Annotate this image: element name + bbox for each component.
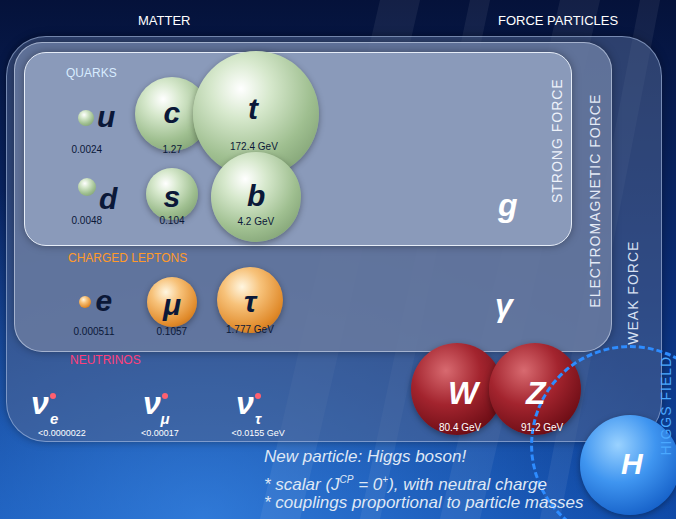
flavour-subscript: μ <box>161 411 170 428</box>
note-text: = 0 <box>353 475 382 494</box>
particle-symbol: Z <box>526 376 546 411</box>
particle-symbol: W <box>448 376 478 411</box>
note-text: New particle: Higgs boson! <box>264 447 466 467</box>
particle-symbol: ν <box>31 386 49 421</box>
boson-particle: Z 91.2 GeV <box>488 342 582 436</box>
particle-symbol: d <box>99 182 117 215</box>
particle-ball <box>78 178 96 196</box>
particle-mass: <0.0000022 <box>38 429 86 439</box>
quark-particle: b 4.2 GeV <box>208 152 304 246</box>
particle-ball <box>50 393 56 399</box>
particle-mass: 1.27 <box>163 144 182 155</box>
particle-symbol: τ <box>244 285 256 318</box>
particle-mass: 0.1057 <box>157 326 188 337</box>
particle-symbol: t <box>248 92 258 125</box>
category-label: CHARGED LEPTONS <box>68 251 187 265</box>
lepton-particle: τ 1.777 GeV <box>214 266 288 338</box>
boson-symbol: g <box>498 186 518 224</box>
lepton-particle: μ 0.1057 <box>146 276 200 338</box>
quark-particle: d0.0048 <box>62 174 128 226</box>
particle-mass: <0.00017 <box>141 429 179 439</box>
neutrino-particle: νμ<0.00017 <box>136 380 212 440</box>
particle-symbol: ν <box>143 386 161 421</box>
particle-symbol: μ <box>163 288 181 321</box>
particle-mass: 0.000511 <box>74 326 115 337</box>
superscript: CP <box>340 474 354 485</box>
particle-symbol: b <box>247 179 265 212</box>
force-label: HIGGS FIELD <box>659 355 674 455</box>
superscript: + <box>382 474 388 485</box>
electromagnetic-force-region: ELECTROMAGNETIC FORCE STRONG FORCE u 0.0024… <box>14 42 612 352</box>
neutrino-particle: ντ<0.0155 GeV <box>226 380 318 440</box>
category-label: FORCE PARTICLES <box>498 13 618 29</box>
category-label: NEUTRINOS <box>70 353 141 367</box>
particle-mass: <0.0155 GeV <box>232 429 285 439</box>
particle-mass: 80.4 GeV <box>439 422 481 433</box>
boson-symbol: γ <box>495 286 513 324</box>
note-text: ), with neutral charge <box>388 475 547 494</box>
note-line: * scalar (JCP = 0+), with neutral charge <box>264 469 547 496</box>
particle-symbol: u <box>97 100 115 133</box>
note-text: * couplings proportional to particle mas… <box>264 493 583 513</box>
category-label: MATTER <box>138 13 190 29</box>
quark-particle: s 0.104 <box>144 166 200 226</box>
note-text: * scalar (J <box>264 475 340 494</box>
particle-mass: 172.4 GeV <box>230 141 278 152</box>
quark-particle: t 172.4 GeV <box>192 50 320 158</box>
particle-mass: 0.104 <box>160 215 185 226</box>
force-label: STRONG FORCE <box>549 78 564 203</box>
force-label: ELECTROMAGNETIC FORCE <box>588 93 603 307</box>
particle-ball <box>255 393 261 399</box>
particle-ball <box>162 393 168 399</box>
particle-symbol: H <box>621 447 643 480</box>
weak-force-region: WEAK FORCE ELECTROMAGNETIC FORCE STRONG FO… <box>6 36 662 442</box>
flavour-subscript: e <box>50 411 58 428</box>
particle-ball <box>79 296 91 308</box>
particle-symbol: c <box>164 96 181 129</box>
flavour-subscript: τ <box>255 411 261 428</box>
neutrino-particle: νe<0.0000022 <box>26 380 102 440</box>
lepton-particle: e 0.000511 <box>66 286 130 338</box>
particle-symbol: s <box>164 180 181 213</box>
particle-mass: 0.0024 <box>72 144 103 155</box>
particle-mass: 1.777 GeV <box>226 324 274 335</box>
particle-symbol: ν <box>236 386 254 421</box>
strong-force-region: STRONG FORCE u 0.0024 c 1.27 t 172.4 GeV d0.004… <box>24 52 572 246</box>
quark-particle: u 0.0024 <box>62 94 126 158</box>
particle-ball <box>78 110 94 126</box>
particle-mass: 0.0048 <box>72 215 103 226</box>
particle-mass: 4.2 GeV <box>238 216 275 227</box>
particle-mass: 91.2 GeV <box>521 422 563 433</box>
particle-symbol: e <box>96 284 113 317</box>
category-label: QUARKS <box>66 66 117 80</box>
force-label: WEAK FORCE <box>626 240 641 344</box>
